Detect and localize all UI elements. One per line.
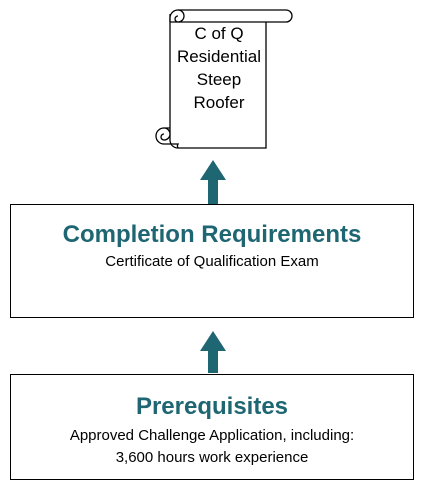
prerequisites-line: Approved Challenge Application, includin…	[69, 427, 355, 444]
certificate-line: C of Q	[194, 24, 244, 43]
scroll-icon	[155, 9, 293, 149]
prerequisites-line: 3,600 hours work experience	[115, 449, 309, 466]
certificate-line: Roofer	[193, 93, 245, 112]
prerequisites-title: Prerequisites	[135, 393, 289, 420]
certificate-line: Residential	[176, 47, 262, 66]
arrow-up-icon	[200, 331, 226, 373]
certificate-scroll: C of Q Residential Steep Roofer	[148, 6, 296, 152]
certificate-line: Steep	[196, 70, 242, 89]
completion-title: Completion Requirements	[62, 221, 362, 248]
arrow-up-icon	[200, 160, 226, 204]
completion-requirements-box: Completion Requirements Certificate of Q…	[10, 204, 414, 318]
certificate-title: C of Q Residential Steep Roofer	[174, 22, 264, 114]
completion-subtitle: Certificate of Qualification Exam	[105, 253, 319, 270]
prerequisites-box: Prerequisites Approved Challenge Applica…	[10, 374, 414, 480]
